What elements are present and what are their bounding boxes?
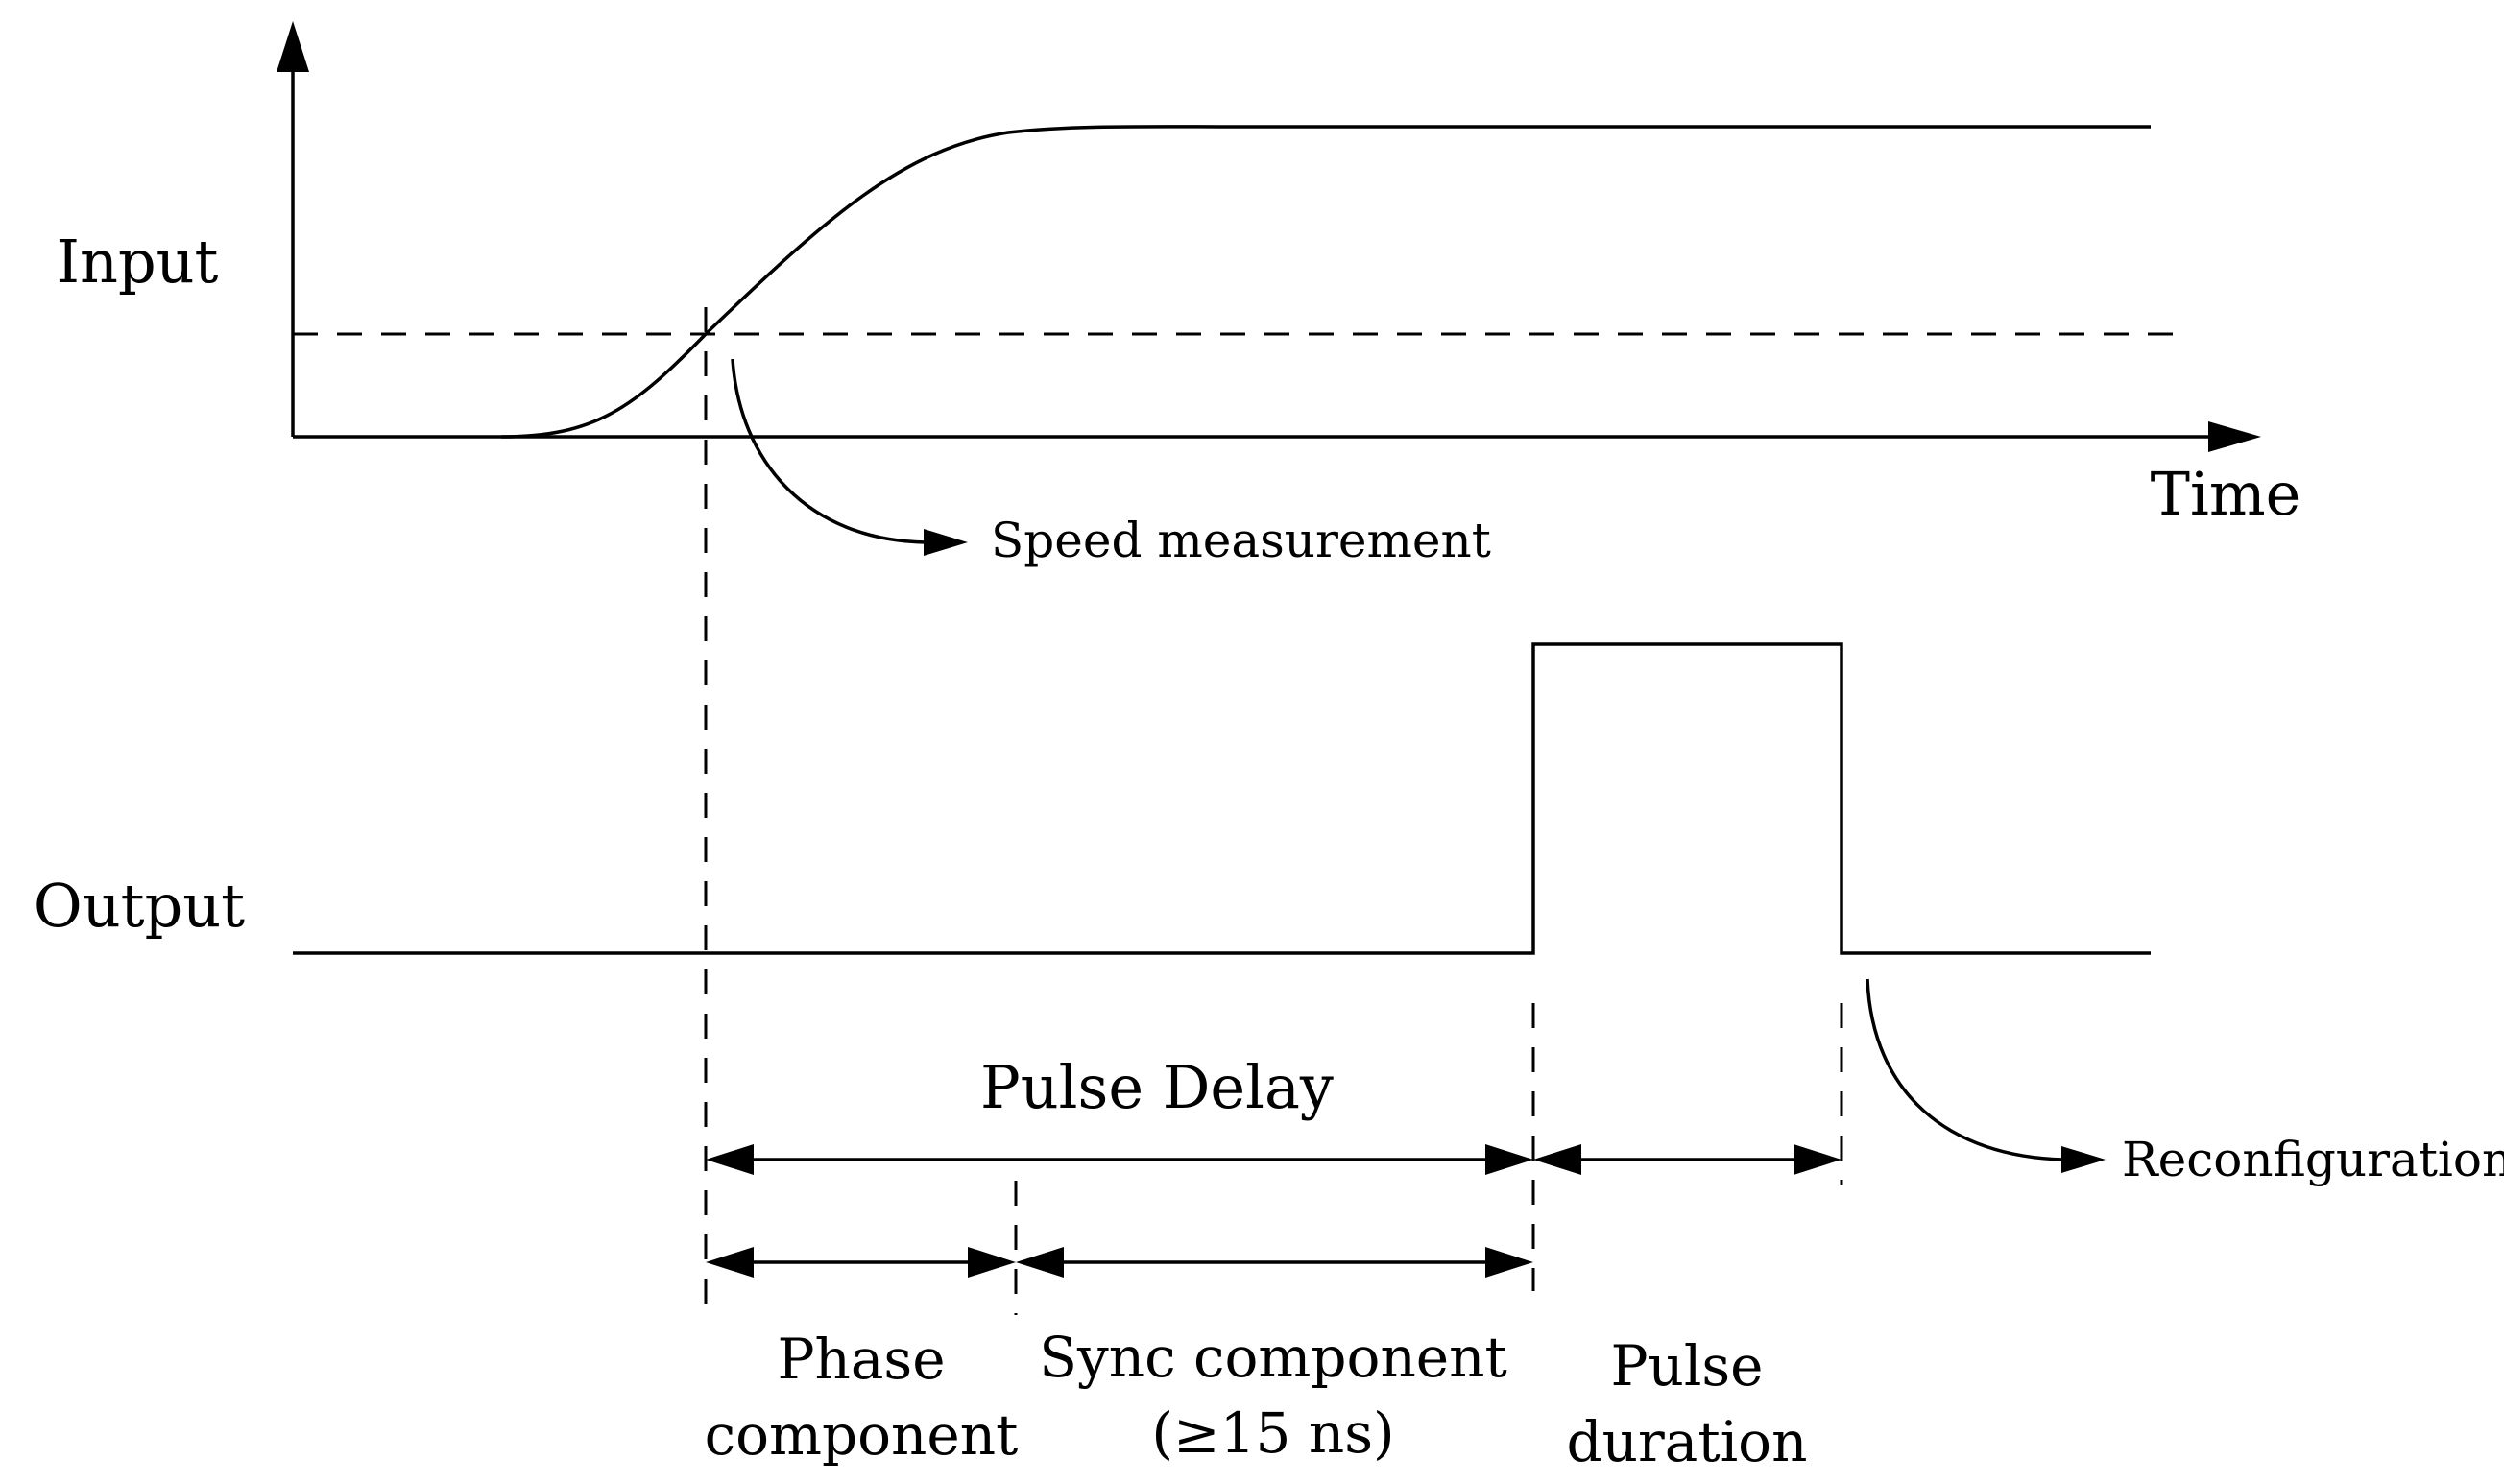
pulse-delay-dimension bbox=[706, 1144, 1533, 1175]
reconfiguration-arrow bbox=[1866, 978, 2065, 1161]
input-label: Input bbox=[57, 227, 219, 297]
reconfiguration-arrowhead bbox=[2061, 1146, 2106, 1173]
speed-measurement-arrowhead bbox=[924, 529, 968, 556]
time-axis-arrowhead bbox=[2208, 421, 2261, 452]
speed-measurement-arrow bbox=[731, 358, 927, 544]
sync-component-dimension bbox=[1016, 1247, 1533, 1278]
y-axis-arrowhead bbox=[277, 21, 309, 72]
sync-component-label-line2: (≥15 ns) bbox=[1151, 1400, 1394, 1466]
phase-component-label-line2: component bbox=[705, 1402, 1019, 1468]
phase-component-label-line1: Phase bbox=[777, 1327, 945, 1392]
speed-measurement-label: Speed measurement bbox=[991, 513, 1491, 568]
input-signal-curve bbox=[500, 125, 2151, 439]
output-signal bbox=[293, 642, 2151, 955]
sync-component-label-line1: Sync component bbox=[1039, 1325, 1507, 1390]
output-label: Output bbox=[34, 871, 245, 941]
phase-component-dimension bbox=[706, 1247, 1016, 1278]
pulse-delay-label: Pulse Delay bbox=[980, 1052, 1334, 1122]
pulse-duration-label-line1: Pulse bbox=[1610, 1333, 1763, 1399]
pulse-duration-dimension bbox=[1533, 1144, 1842, 1175]
time-axis-label: Time bbox=[2151, 459, 2301, 529]
pulse-duration-label-line2: duration bbox=[1567, 1409, 1808, 1474]
reconfiguration-label: Reconfiguration bbox=[2122, 1132, 2504, 1187]
